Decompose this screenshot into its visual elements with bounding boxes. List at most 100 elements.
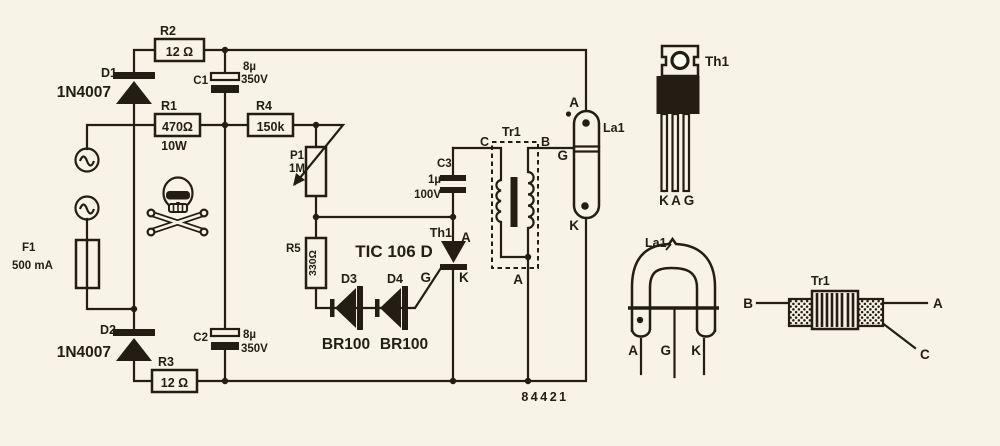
d1-diode-symbol — [116, 81, 152, 104]
c2-plus-plate — [209, 327, 241, 338]
tr1-pin-a: A — [513, 272, 523, 287]
d4-apex-bar — [375, 299, 380, 317]
high-voltage-skull-icon — [146, 176, 209, 237]
la1-drawing-pin-k: K — [691, 343, 701, 358]
th1-anode-pin: A — [461, 230, 471, 245]
transformer-tr1: Tr1 C B A — [480, 125, 550, 287]
tr1-right-end-block — [856, 297, 885, 328]
r2-value: 12 Ω — [166, 45, 193, 59]
p1-body — [304, 145, 328, 198]
tr1-winding-turns — [815, 293, 855, 327]
mains-input: F1 500 mA — [12, 147, 101, 290]
ac-terminal-bottom-icon — [74, 195, 100, 221]
th1-mounting-hole-icon — [670, 50, 690, 71]
resistor-r4: R4 150k — [246, 99, 295, 138]
d3-part: BR100 — [322, 336, 370, 353]
flash-tube-la1: A La1 G K — [557, 95, 624, 233]
d4-base-bar — [402, 286, 408, 330]
c-terminal-wire — [451, 146, 503, 182]
primary-bottom-wire — [499, 220, 530, 259]
la1-drawing-pin-a: A — [628, 343, 638, 358]
c1-plus-plate — [209, 71, 241, 82]
r1-label: R1 — [161, 99, 177, 113]
p1-value: 1M — [289, 163, 305, 175]
th1-cathode-bar — [440, 264, 467, 270]
la1-cathode-dot — [581, 202, 589, 210]
capacitor-c2: C2 8µ 350V — [193, 327, 268, 355]
wiring — [85, 48, 588, 383]
d3-label: D3 — [341, 272, 357, 286]
tr1-pin-c: C — [480, 135, 489, 149]
la1-tube-body — [572, 109, 601, 220]
c3-top-plate — [440, 175, 466, 181]
th1-scr-symbol — [441, 241, 466, 263]
th1-cathode-pin: K — [459, 270, 469, 285]
la1-inner-tube — [648, 266, 699, 330]
mains-to-r1-wire — [85, 123, 157, 151]
c1-voltage: 350V — [241, 74, 268, 86]
f1-label: F1 — [22, 242, 36, 254]
tr1-primary-coil-icon — [495, 178, 502, 224]
ac-terminal-top-icon — [74, 147, 100, 173]
resistor-r2: R2 12 Ω — [153, 24, 206, 63]
resistor-r5: R5 330Ω — [286, 236, 328, 290]
r4-body — [246, 112, 295, 138]
c3-bottom-plate — [440, 187, 466, 193]
th1-part: TIC 106 D — [355, 242, 432, 261]
p1-wiper-wire — [293, 123, 346, 186]
th1-leg-k — [660, 112, 669, 193]
potentiometer-p1: P1 1M — [289, 123, 346, 198]
d2-to-r3-wire — [132, 359, 154, 383]
tr1-core-bar — [510, 177, 518, 227]
c1-value: 8µ — [243, 61, 256, 73]
c2-label: C2 — [193, 332, 208, 344]
bottom-rail-wire — [195, 216, 588, 383]
r2-label: R2 — [160, 24, 176, 38]
la1-right-leg-bottom — [695, 328, 717, 338]
sine-icon — [78, 155, 96, 167]
junction-dots — [130, 46, 532, 385]
d4-part: BR100 — [380, 336, 428, 353]
r5-body — [304, 236, 328, 290]
tr1-drawing-pin-c: C — [920, 347, 930, 362]
drawing-number: 84421 — [521, 390, 568, 404]
pinout-th1-package: Th1 K A G — [656, 44, 729, 208]
d2-cathode-bar — [113, 329, 155, 336]
d1-part: 1N4007 — [57, 84, 111, 101]
r1-power: 10W — [161, 139, 187, 153]
p1-wiper-arrow-icon — [293, 173, 305, 186]
c3-label: C3 — [437, 158, 452, 170]
la1-lead-wires — [639, 306, 706, 379]
r5-diac-gate-wire — [314, 215, 443, 310]
la1-a-marker-dot — [565, 111, 572, 117]
th1-gate-pin: G — [420, 270, 431, 285]
c1-minus-plate — [211, 85, 239, 93]
d2-label: D2 — [100, 323, 116, 337]
f1-value: 500 mA — [12, 260, 53, 272]
r5-label: R5 — [286, 243, 301, 255]
r2-body — [153, 37, 206, 63]
diode-d2: D2 1N4007 — [57, 323, 155, 361]
top-rail-wire — [202, 48, 588, 113]
resistor-r3: R3 12 Ω — [150, 355, 199, 394]
th1-package-pin-k: K — [659, 193, 669, 208]
r2-to-d1-wire — [132, 48, 157, 74]
la1-left-leg-bottom — [630, 328, 652, 338]
pinout-tr1-coil: Tr1 B A C — [743, 274, 943, 362]
la1-drawing-label: La1 — [645, 236, 667, 250]
tr1-pin-b: B — [541, 135, 550, 149]
la1-anode-dot — [582, 119, 590, 127]
la1-trigger-band — [572, 145, 601, 153]
c3-value: 1µ — [428, 174, 441, 186]
th1-leg-g — [682, 112, 691, 193]
c2-voltage: 350V — [241, 343, 268, 355]
p1-label: P1 — [290, 150, 305, 162]
pinout-la1-tube: La1 A G K — [628, 236, 719, 379]
c3-voltage: 100V — [414, 189, 441, 201]
b-terminal-wire — [526, 146, 576, 174]
tr1-left-end-block — [787, 297, 814, 328]
r1-value: 470Ω — [162, 120, 193, 134]
c2-value: 8µ — [243, 329, 256, 341]
